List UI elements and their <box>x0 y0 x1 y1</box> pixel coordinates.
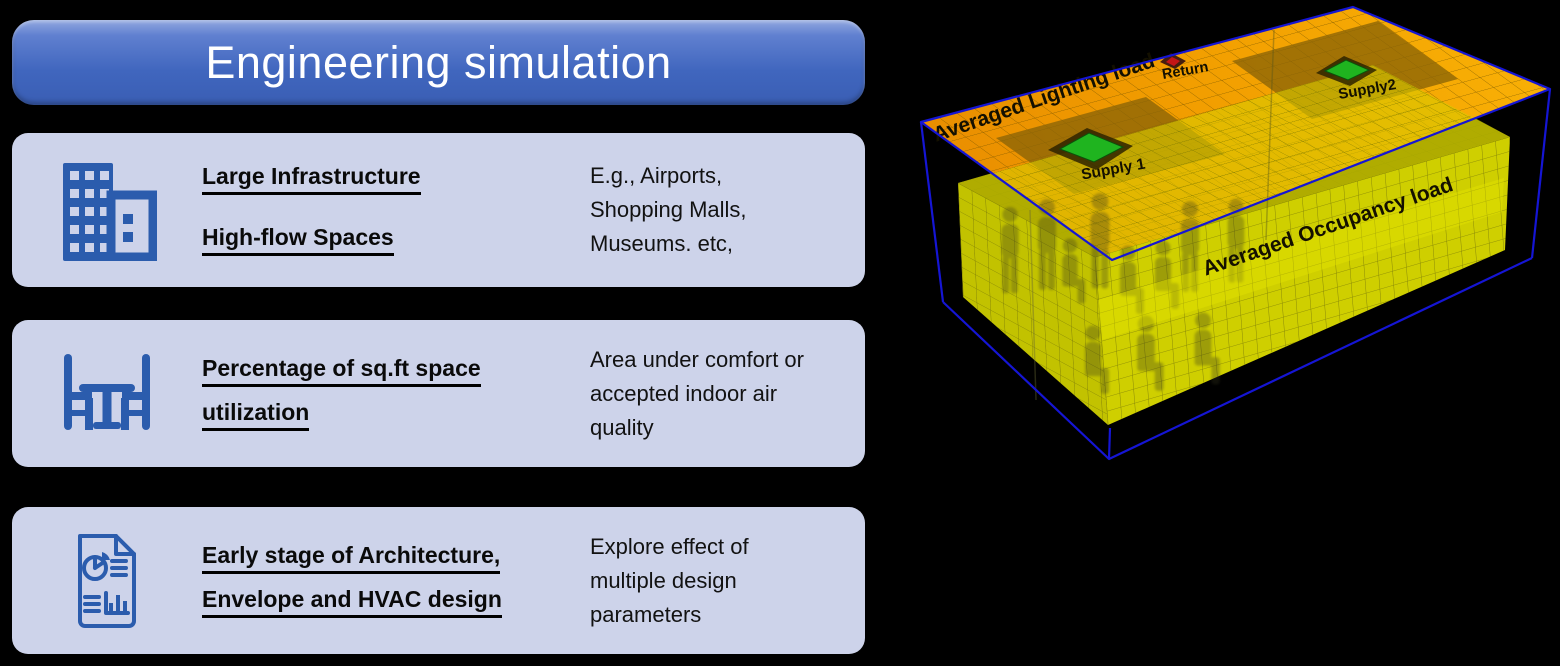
building-icon-svg <box>63 163 157 261</box>
card-early-design: Early stage of Architecture, Envelope an… <box>12 507 865 654</box>
card-title-line: Percentage of sq.ft space <box>202 355 481 387</box>
return-label: Return <box>1161 59 1210 83</box>
building-icon <box>12 159 202 261</box>
description-line: Explore effect of <box>590 533 749 559</box>
card-title-line: Envelope and HVAC design <box>202 586 502 618</box>
document-chart-icon <box>12 531 202 631</box>
table-chairs-icon-svg <box>64 353 150 430</box>
document-chart-icon-svg <box>78 533 136 628</box>
description-line: Area under comfort or <box>590 346 804 372</box>
card-space-utilization: Percentage of sq.ft space utilization Ar… <box>12 320 865 467</box>
card-title-line: High-flow Spaces <box>202 224 394 256</box>
card-title-line: Early stage of Architecture, <box>202 542 501 574</box>
occupancy-highlight-band <box>1098 178 1504 340</box>
description-line: Museums. etc, <box>590 231 734 256</box>
card-large-infrastructure: Large Infrastructure High-flow Spaces E.… <box>12 133 865 287</box>
card-description: E.g., Airports, Shopping Malls, Museums.… <box>590 159 865 261</box>
description-line: Shopping Malls, <box>590 197 747 222</box>
card-title: Early stage of Architecture, Envelope an… <box>202 542 590 618</box>
page-title: Engineering simulation <box>205 36 672 88</box>
card-title-line: utilization <box>202 399 310 431</box>
card-title: Percentage of sq.ft space utilization <box>202 355 590 431</box>
card-description: Area under comfort or accepted indoor ai… <box>590 343 865 445</box>
description-line: parameters <box>590 601 702 627</box>
room-wireframe <box>919 5 1552 461</box>
description-line: quality <box>590 414 654 440</box>
description-line: accepted indoor air <box>590 380 778 406</box>
header-banner: Engineering simulation <box>12 20 865 105</box>
card-description: Explore effect of multiple design parame… <box>590 530 865 632</box>
description-line: E.g., Airports, <box>590 163 723 188</box>
supply2-diffuser <box>1316 56 1377 86</box>
card-title-line: Large Infrastructure <box>202 163 421 195</box>
occupancy-volume-top <box>958 65 1510 258</box>
supply1-diffuser <box>1048 128 1133 170</box>
description-line: multiple design <box>590 567 737 593</box>
table-chairs-icon <box>12 348 202 440</box>
card-title: Large Infrastructure High-flow Spaces <box>202 163 590 256</box>
